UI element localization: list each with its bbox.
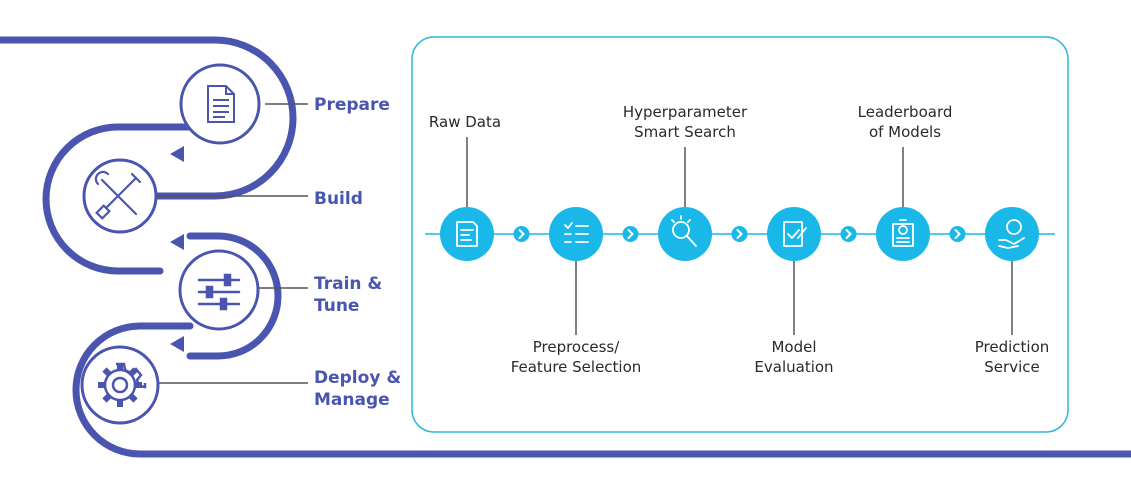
lifecycle-icon-deploy — [80, 345, 160, 425]
leaderboard-icon — [892, 219, 914, 247]
pipeline-step — [876, 207, 930, 261]
lifecycle-icon-build — [82, 158, 158, 234]
step-label-model-evaluation: Model Evaluation — [754, 338, 834, 376]
lifecycle-arcs — [0, 36, 1131, 458]
step-label-hyperparameter: Hyperparameter Smart Search — [622, 103, 748, 141]
arrowhead-train — [170, 234, 184, 250]
bottom-arc — [72, 322, 1131, 458]
chevron-right-icon — [731, 226, 748, 242]
lifecycle-connectors — [150, 103, 308, 384]
lifecycle-icon-train — [178, 249, 260, 331]
gear-teeth — [98, 363, 142, 407]
evaluation-icon — [783, 221, 807, 247]
train-arc — [186, 232, 282, 360]
step-label-raw-data: Raw Data — [428, 113, 502, 131]
stage-label-prepare: Prepare — [314, 95, 390, 115]
chevron-right-icon — [949, 226, 966, 242]
pipeline-step — [985, 207, 1039, 261]
lifecycle-icon-prepare — [179, 63, 261, 145]
build-loop-arc — [42, 123, 196, 275]
document-icon — [207, 85, 235, 123]
stage-label-deploy-manage: Deploy & Manage — [314, 368, 402, 410]
chevron-right-icon — [513, 226, 530, 242]
step-label-preprocess: Preprocess/ Feature Selection — [510, 338, 642, 376]
chevron-right-icon — [840, 226, 857, 242]
step-label-prediction-service: Prediction Service — [974, 338, 1050, 376]
prediction-service-icon — [998, 219, 1025, 249]
stage-label-train-tune: Train & Tune — [314, 274, 383, 316]
lifecycle-arrowheads — [170, 146, 184, 352]
sliders-icon — [197, 273, 241, 311]
pipeline-step — [767, 207, 821, 261]
chevron-right-icon — [622, 226, 639, 242]
pipeline-step — [549, 207, 603, 261]
pipeline-step — [440, 207, 494, 261]
smart-search-icon — [671, 215, 697, 247]
arrowhead-deploy — [170, 336, 184, 352]
arrowhead-build — [170, 146, 184, 162]
raw-data-icon — [456, 221, 478, 247]
checklist-icon — [564, 222, 589, 243]
step-label-leaderboard: Leaderboard of Models — [857, 103, 953, 141]
pipeline-step — [658, 207, 712, 261]
pipeline-steps — [440, 137, 1039, 335]
stage-label-build: Build — [314, 189, 363, 209]
tools-icon — [94, 170, 142, 220]
top-arc — [0, 36, 297, 200]
